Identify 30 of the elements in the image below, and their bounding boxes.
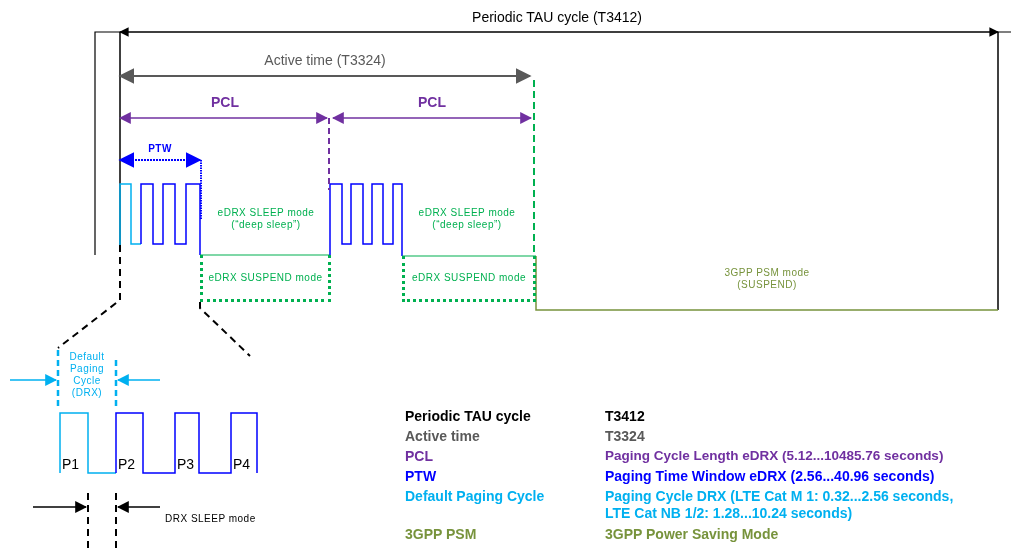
dimension-label: DRX SLEEP mode	[165, 513, 257, 525]
table-definition: Paging Cycle DRX (LTE Cat M 1: 0.32...2.56 seconds, LTE Cat NB 1/2: 1.28...10.24 seconds)	[605, 488, 955, 522]
dimension-label: PCL	[210, 94, 240, 111]
table-term: Active time	[405, 428, 481, 445]
table-term: 3GPP PSM	[405, 526, 478, 543]
dimension-label: Active time (T3324)	[263, 52, 387, 69]
mode-label: eDRX SUSPEND mode	[208, 271, 323, 283]
table-term: Default Paging Cycle	[405, 488, 546, 505]
pulse-label: P2	[118, 456, 137, 473]
mode-label: 3GPP PSM mode (SUSPEND)	[723, 267, 811, 291]
pulse-label: P1	[62, 456, 81, 473]
table-definition: T3412	[605, 408, 646, 425]
table-term: PCL	[405, 448, 434, 465]
dimension-label: Periodic TAU cycle (T3412)	[471, 9, 643, 26]
pulse-label: P3	[177, 456, 196, 473]
dimension-label: Default Paging Cycle (DRX)	[68, 351, 106, 399]
pulse-label: P4	[233, 456, 252, 473]
table-definition: 3GPP Power Saving Mode	[605, 526, 780, 543]
table-term: Periodic TAU cycle	[405, 408, 532, 425]
suspend-mode-box	[402, 256, 536, 302]
table-definition: T3324	[605, 428, 646, 445]
dimension-label: PTW	[147, 143, 173, 155]
mode-label: eDRX SLEEP mode (“deep sleep”)	[417, 207, 517, 231]
suspend-mode-box	[200, 255, 331, 302]
dimension-label: PCL	[417, 94, 447, 111]
mode-label: eDRX SLEEP mode (“deep sleep”)	[216, 207, 316, 231]
table-term: PTW	[405, 468, 438, 485]
table-definition: Paging Time Window eDRX (2.56...40.96 seconds)	[605, 468, 936, 485]
table-definition: Paging Cycle Length eDRX (5.12...10485.76 seconds)	[605, 448, 945, 465]
mode-label: eDRX SUSPEND mode	[411, 272, 527, 283]
